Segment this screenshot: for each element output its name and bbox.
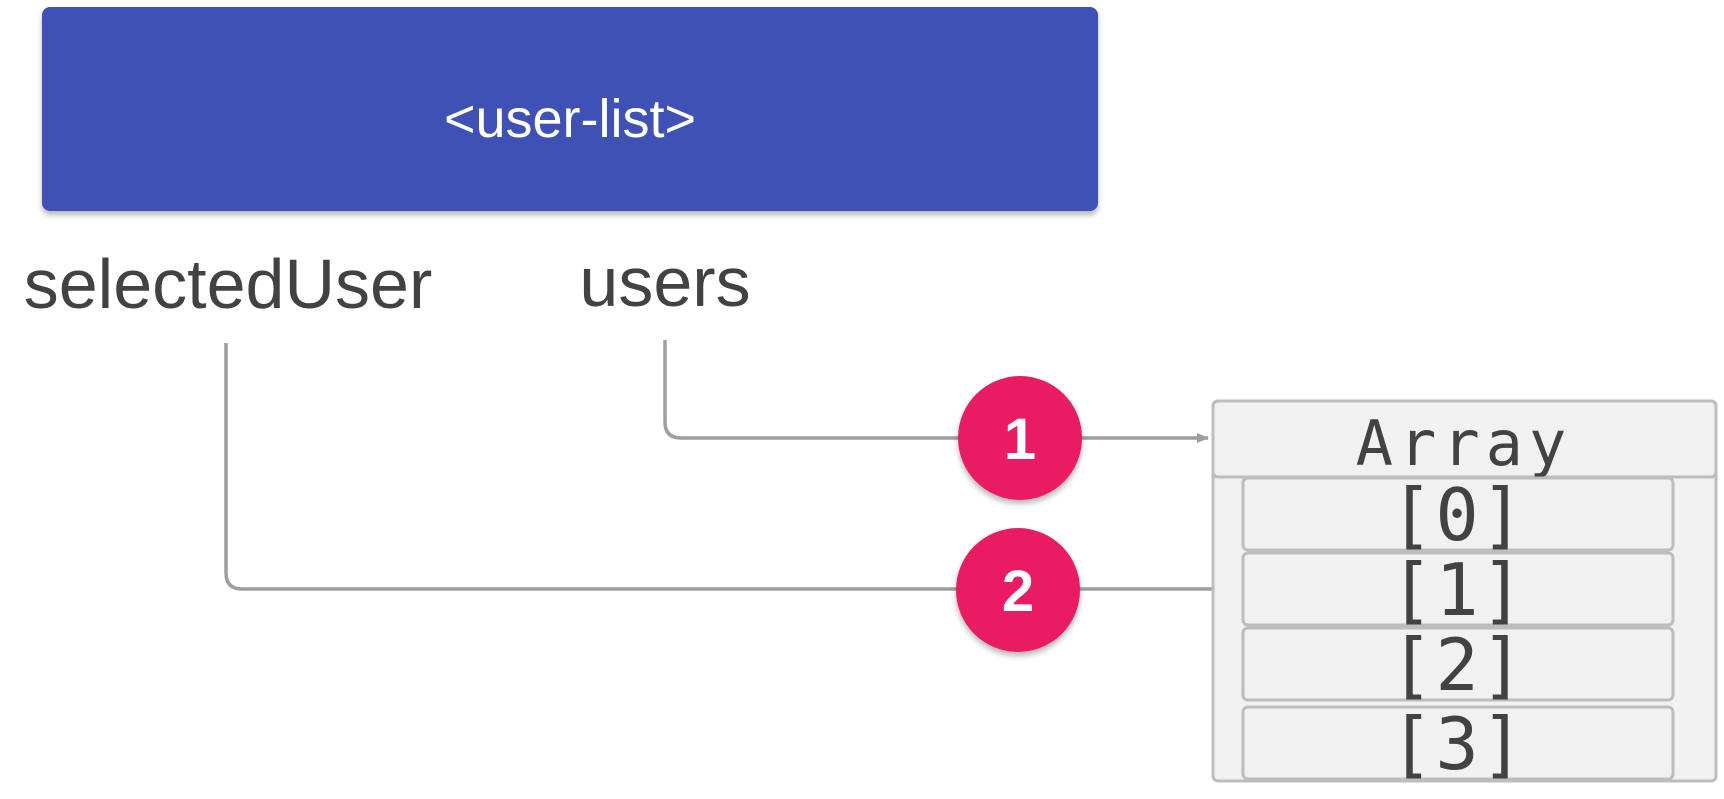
badge-2-number: 2 xyxy=(1002,559,1034,624)
badge-1: 1 xyxy=(958,376,1082,500)
array-cell-0-label: [0] xyxy=(1390,473,1526,557)
array-cell-0-box xyxy=(1241,476,1675,552)
badge-2: 2 xyxy=(956,528,1080,652)
array-cell-1: [1] xyxy=(1241,548,1675,632)
selected-user-label: selectedUser xyxy=(24,245,433,323)
selected-user-connector-arrow xyxy=(224,343,1239,594)
array-cell-1-label: [1] xyxy=(1390,548,1526,632)
array-structure: Array [0] [1] [2] [3] xyxy=(1211,399,1718,786)
component-box xyxy=(42,7,1098,211)
array-cell-3-label: [3] xyxy=(1390,702,1526,786)
user-list-component: <user-list> xyxy=(42,7,1098,211)
users-connector-arrow xyxy=(663,340,1209,443)
array-cell-0: [0] xyxy=(1241,473,1675,557)
array-title: Array xyxy=(1356,407,1573,480)
array-cell-1-box xyxy=(1241,551,1675,627)
badge-2-circle xyxy=(956,528,1080,652)
array-cell-3-box xyxy=(1241,705,1675,781)
array-cell-2-label: [2] xyxy=(1390,623,1526,707)
badge-1-number: 1 xyxy=(1004,407,1036,472)
badge-1-circle xyxy=(958,376,1082,500)
array-cell-3: [3] xyxy=(1241,702,1675,786)
component-title: <user-list> xyxy=(444,89,696,149)
users-label: users xyxy=(579,243,750,321)
array-cell-2: [2] xyxy=(1241,623,1675,707)
array-cell-2-box xyxy=(1241,626,1675,702)
